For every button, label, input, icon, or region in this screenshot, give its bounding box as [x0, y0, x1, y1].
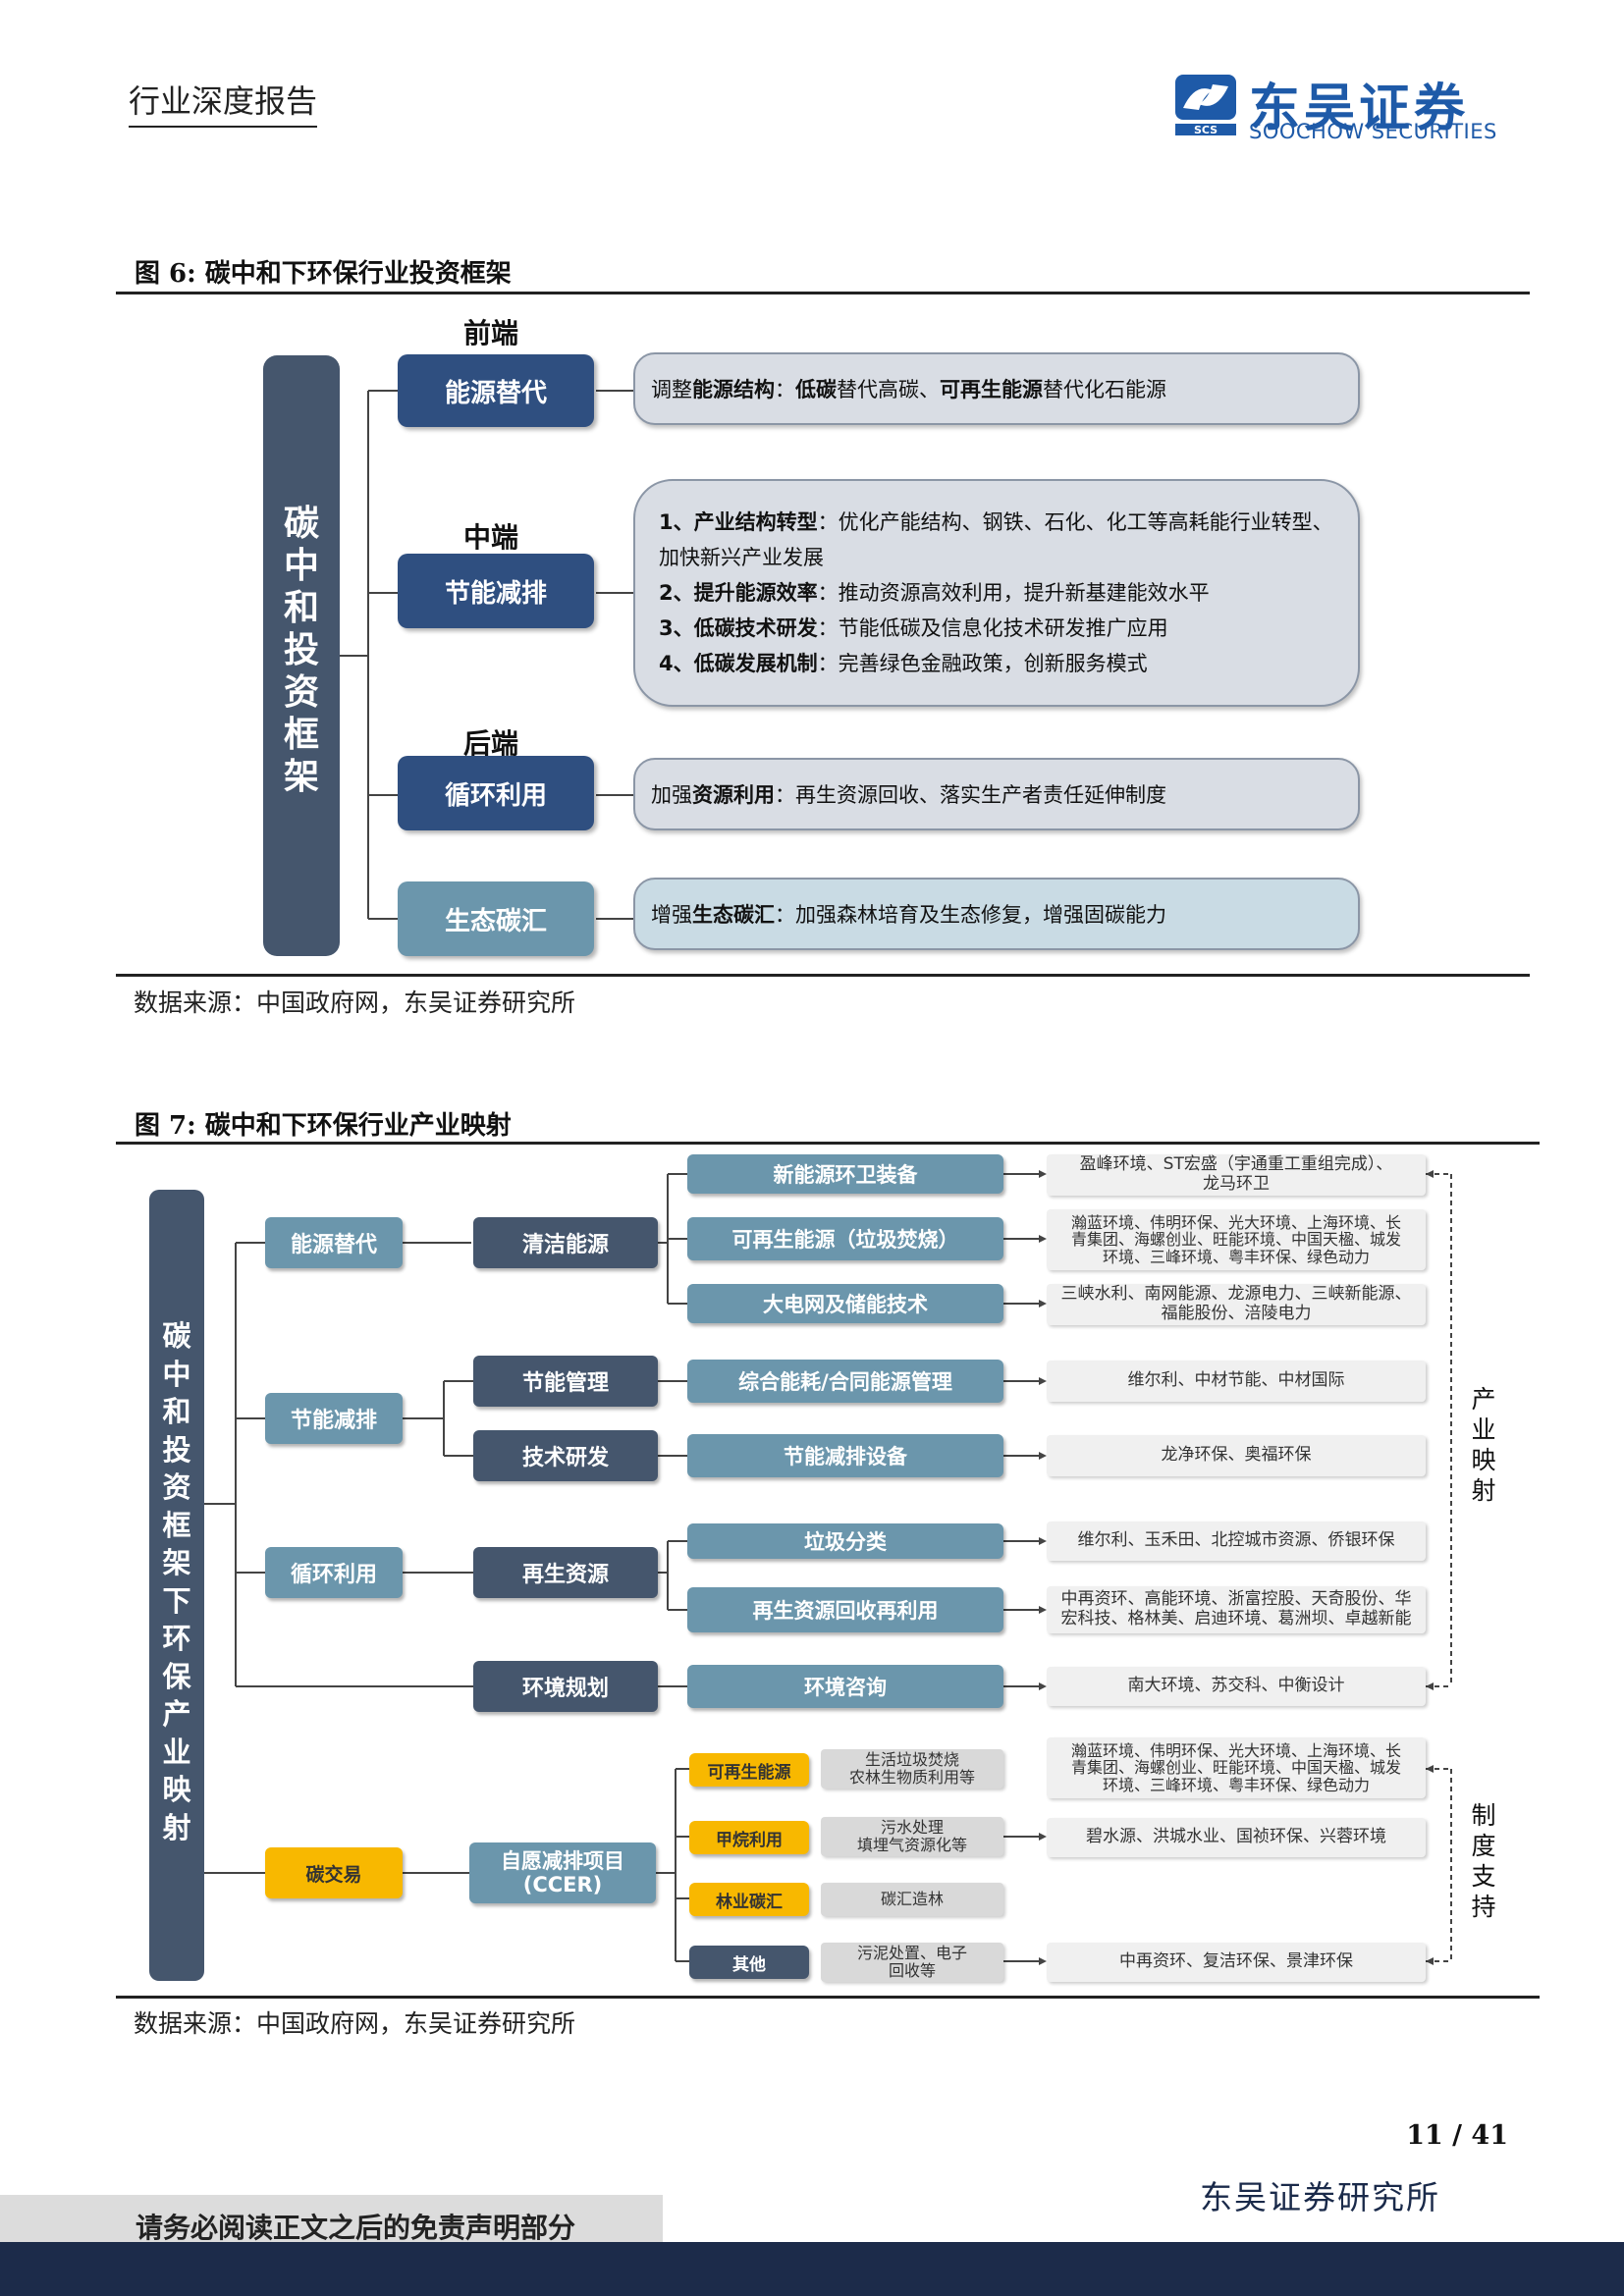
fig7-side-policy-support: 制度支持	[1471, 1801, 1496, 1921]
fig7-l1-saving: 节能减排	[265, 1393, 403, 1444]
fig7-l3-energy-contract: 综合能耗/合同能源管理	[687, 1360, 1003, 1403]
fig7-l2-renewable-resources: 再生资源	[473, 1547, 658, 1598]
fig7-top-rule	[116, 1142, 1540, 1145]
fig7-ccer-renewable: 可再生能源	[689, 1753, 809, 1787]
fig6-desc-carbon-sink: 增强生态碳汇：加强森林培育及生态修复，增强固碳能力	[633, 878, 1360, 950]
fig7-l3-saving-equipment: 节能减排设备	[687, 1434, 1003, 1477]
fig7-co-grid: 三峡水利、南网能源、龙源电力、三峡新能源、 福能股份、涪陵电力	[1047, 1284, 1426, 1325]
stage-mid: 中端	[463, 521, 519, 554]
fig6-top-rule	[116, 292, 1530, 294]
fig7-co-energy-contract: 维尔利、中材节能、中材国际	[1047, 1361, 1426, 1402]
fig6-saving-item-2: 2、提升能源效率：推动资源高效利用，提升新基建能效水平	[659, 581, 1210, 605]
footer-bar	[0, 2242, 1624, 2296]
fig6-desc-recycling: 加强资源利用：再生资源回收、落实生产者责任延伸制度	[633, 758, 1360, 830]
fig7-ccer-forestry: 林业碳汇	[689, 1883, 809, 1916]
fig7-ccer-co-methane: 碧水源、洪城水业、国祯环保、兴蓉环境	[1047, 1818, 1426, 1857]
fig6-desc-energy: 调整能源结构：低碳替代高碳、可再生能源替代化石能源	[633, 352, 1360, 425]
logo-mark-icon: SCS	[1175, 75, 1236, 136]
fig6-vertical-text: 碳中和投资框架	[283, 504, 319, 797]
fig7-vertical-text: 碳中和投资框架下环保产业映射	[162, 1319, 191, 1844]
logo-cn: 东吴证券	[1249, 80, 1470, 138]
fig6-vertical-label: 碳中和投资框架	[263, 355, 340, 956]
fig7-source: 数据来源：中国政府网，东吴证券研究所	[134, 2009, 576, 2038]
fig7-l3-waste-sorting: 垃圾分类	[687, 1523, 1003, 1559]
fig7-l2-clean-energy: 清洁能源	[473, 1217, 658, 1268]
fig6-saving-item-1: 1、产业结构转型：优化产能结构、钢铁、石化、化工等高耗能行业转型、	[659, 510, 1333, 534]
fig7-l2-env-planning: 环境规划	[473, 1661, 658, 1712]
fig7-title: 图 7: 碳中和下环保行业产业映射	[135, 1111, 512, 1141]
fig6-desc-saving: 1、产业结构转型：优化产能结构、钢铁、石化、化工等高耗能行业转型、 加快新兴产业…	[633, 479, 1360, 707]
fig7-co-env-consulting: 南大环境、苏交科、中衡设计	[1047, 1667, 1426, 1706]
stage-back: 后端	[463, 727, 519, 760]
fig7-l2-energy-mgmt: 节能管理	[473, 1356, 658, 1407]
footer-notice: 请务必阅读正文之后的免责声明部分	[135, 2212, 576, 2244]
fig7-side-industry-mapping: 产业映射	[1471, 1385, 1496, 1505]
fig7-ccer-sub-methane: 污水处理 填埋气资源化等	[821, 1817, 1003, 1856]
fig6-title: 图 6: 碳中和下环保行业投资框架	[135, 259, 512, 289]
fig6-carbon-sink: 生态碳汇	[398, 881, 594, 956]
fig7-ccer-sub-other: 污泥处置、电子 回收等	[821, 1943, 1003, 1982]
fig7-l3-grid-storage: 大电网及储能技术	[687, 1284, 1003, 1323]
fig7-l3-waste-incineration: 可再生能源（垃圾焚烧）	[687, 1217, 1003, 1260]
fig7-ccer-sub-renewable: 生活垃圾焚烧 农林生物质利用等	[821, 1749, 1003, 1789]
fig7-bottom-rule	[116, 1996, 1540, 1999]
fig7-l1-recycling: 循环利用	[265, 1547, 403, 1598]
footer-institute: 东吴证券研究所	[1200, 2178, 1440, 2216]
fig6-saving-item-4: 4、低碳发展机制：完善绿色金融政策，创新服务模式	[659, 652, 1148, 675]
fig7-co-saving-equipment: 龙净环保、奥福环保	[1047, 1435, 1426, 1476]
page-number: 11 / 41	[1406, 2120, 1508, 2151]
fig7-l3-env-consulting: 环境咨询	[687, 1665, 1003, 1708]
fig7-vertical-label: 碳中和投资框架下环保产业映射	[149, 1190, 204, 1981]
fig6-source: 数据来源：中国政府网，东吴证券研究所	[134, 988, 576, 1017]
fig6-bottom-rule	[116, 974, 1530, 977]
fig7-l2-tech-rd: 技术研发	[473, 1430, 658, 1481]
fig6-recycling: 循环利用	[398, 756, 594, 830]
fig7-l3-sanitation-equipment: 新能源环卫装备	[687, 1154, 1003, 1194]
fig7-l2-ccer: 自愿减排项目 (CCER)	[469, 1842, 656, 1903]
report-type: 行业深度报告	[129, 77, 318, 128]
fig7-ccer-co-renewable: 瀚蓝环境、伟明环保、光大环境、上海环境、长 青集团、海螺创业、旺能环境、中国天楹…	[1047, 1737, 1426, 1798]
fig6-energy-substitution: 能源替代	[398, 354, 594, 427]
fig7-ccer-co-other: 中再资环、复洁环保、景津环保	[1047, 1943, 1426, 1982]
fig6-energy-saving: 节能减排	[398, 554, 594, 628]
fig7-co-resource-recovery: 中再资环、高能环境、浙富控股、天奇股份、华 宏科技、格林美、启迪环境、葛洲坝、卓…	[1047, 1586, 1426, 1633]
fig7-ccer-sub-forestry: 碳汇造林	[821, 1883, 1003, 1916]
fig7-ccer-other: 其他	[689, 1946, 809, 1979]
fig7-co-waste-sorting: 维尔利、玉禾田、北控城市资源、侨银环保	[1047, 1522, 1426, 1561]
fig7-co-incineration: 瀚蓝环境、伟明环保、光大环境、上海环境、长 青集团、海螺创业、旺能环境、中国天楹…	[1047, 1209, 1426, 1270]
fig6-saving-item-1b: 加快新兴产业发展	[659, 546, 824, 569]
logo-en: SOOCHOW SECURITIES	[1249, 120, 1497, 143]
stage-front: 前端	[463, 317, 519, 349]
fig7-co-sanitation: 盈峰环境、ST宏盛（宇通重工重组完成）、 龙马环卫	[1047, 1154, 1426, 1196]
fig7-l1-carbon-trading: 碳交易	[265, 1847, 403, 1898]
fig7-l3-resource-recovery: 再生资源回收再利用	[687, 1587, 1003, 1632]
fig7-ccer-methane: 甲烷利用	[689, 1821, 809, 1854]
fig7-l1-energy: 能源替代	[265, 1217, 403, 1268]
logo-mark-text: SCS	[1194, 124, 1218, 136]
fig6-saving-item-3: 3、低碳技术研发：节能低碳及信息化技术研发推广应用	[659, 616, 1168, 640]
